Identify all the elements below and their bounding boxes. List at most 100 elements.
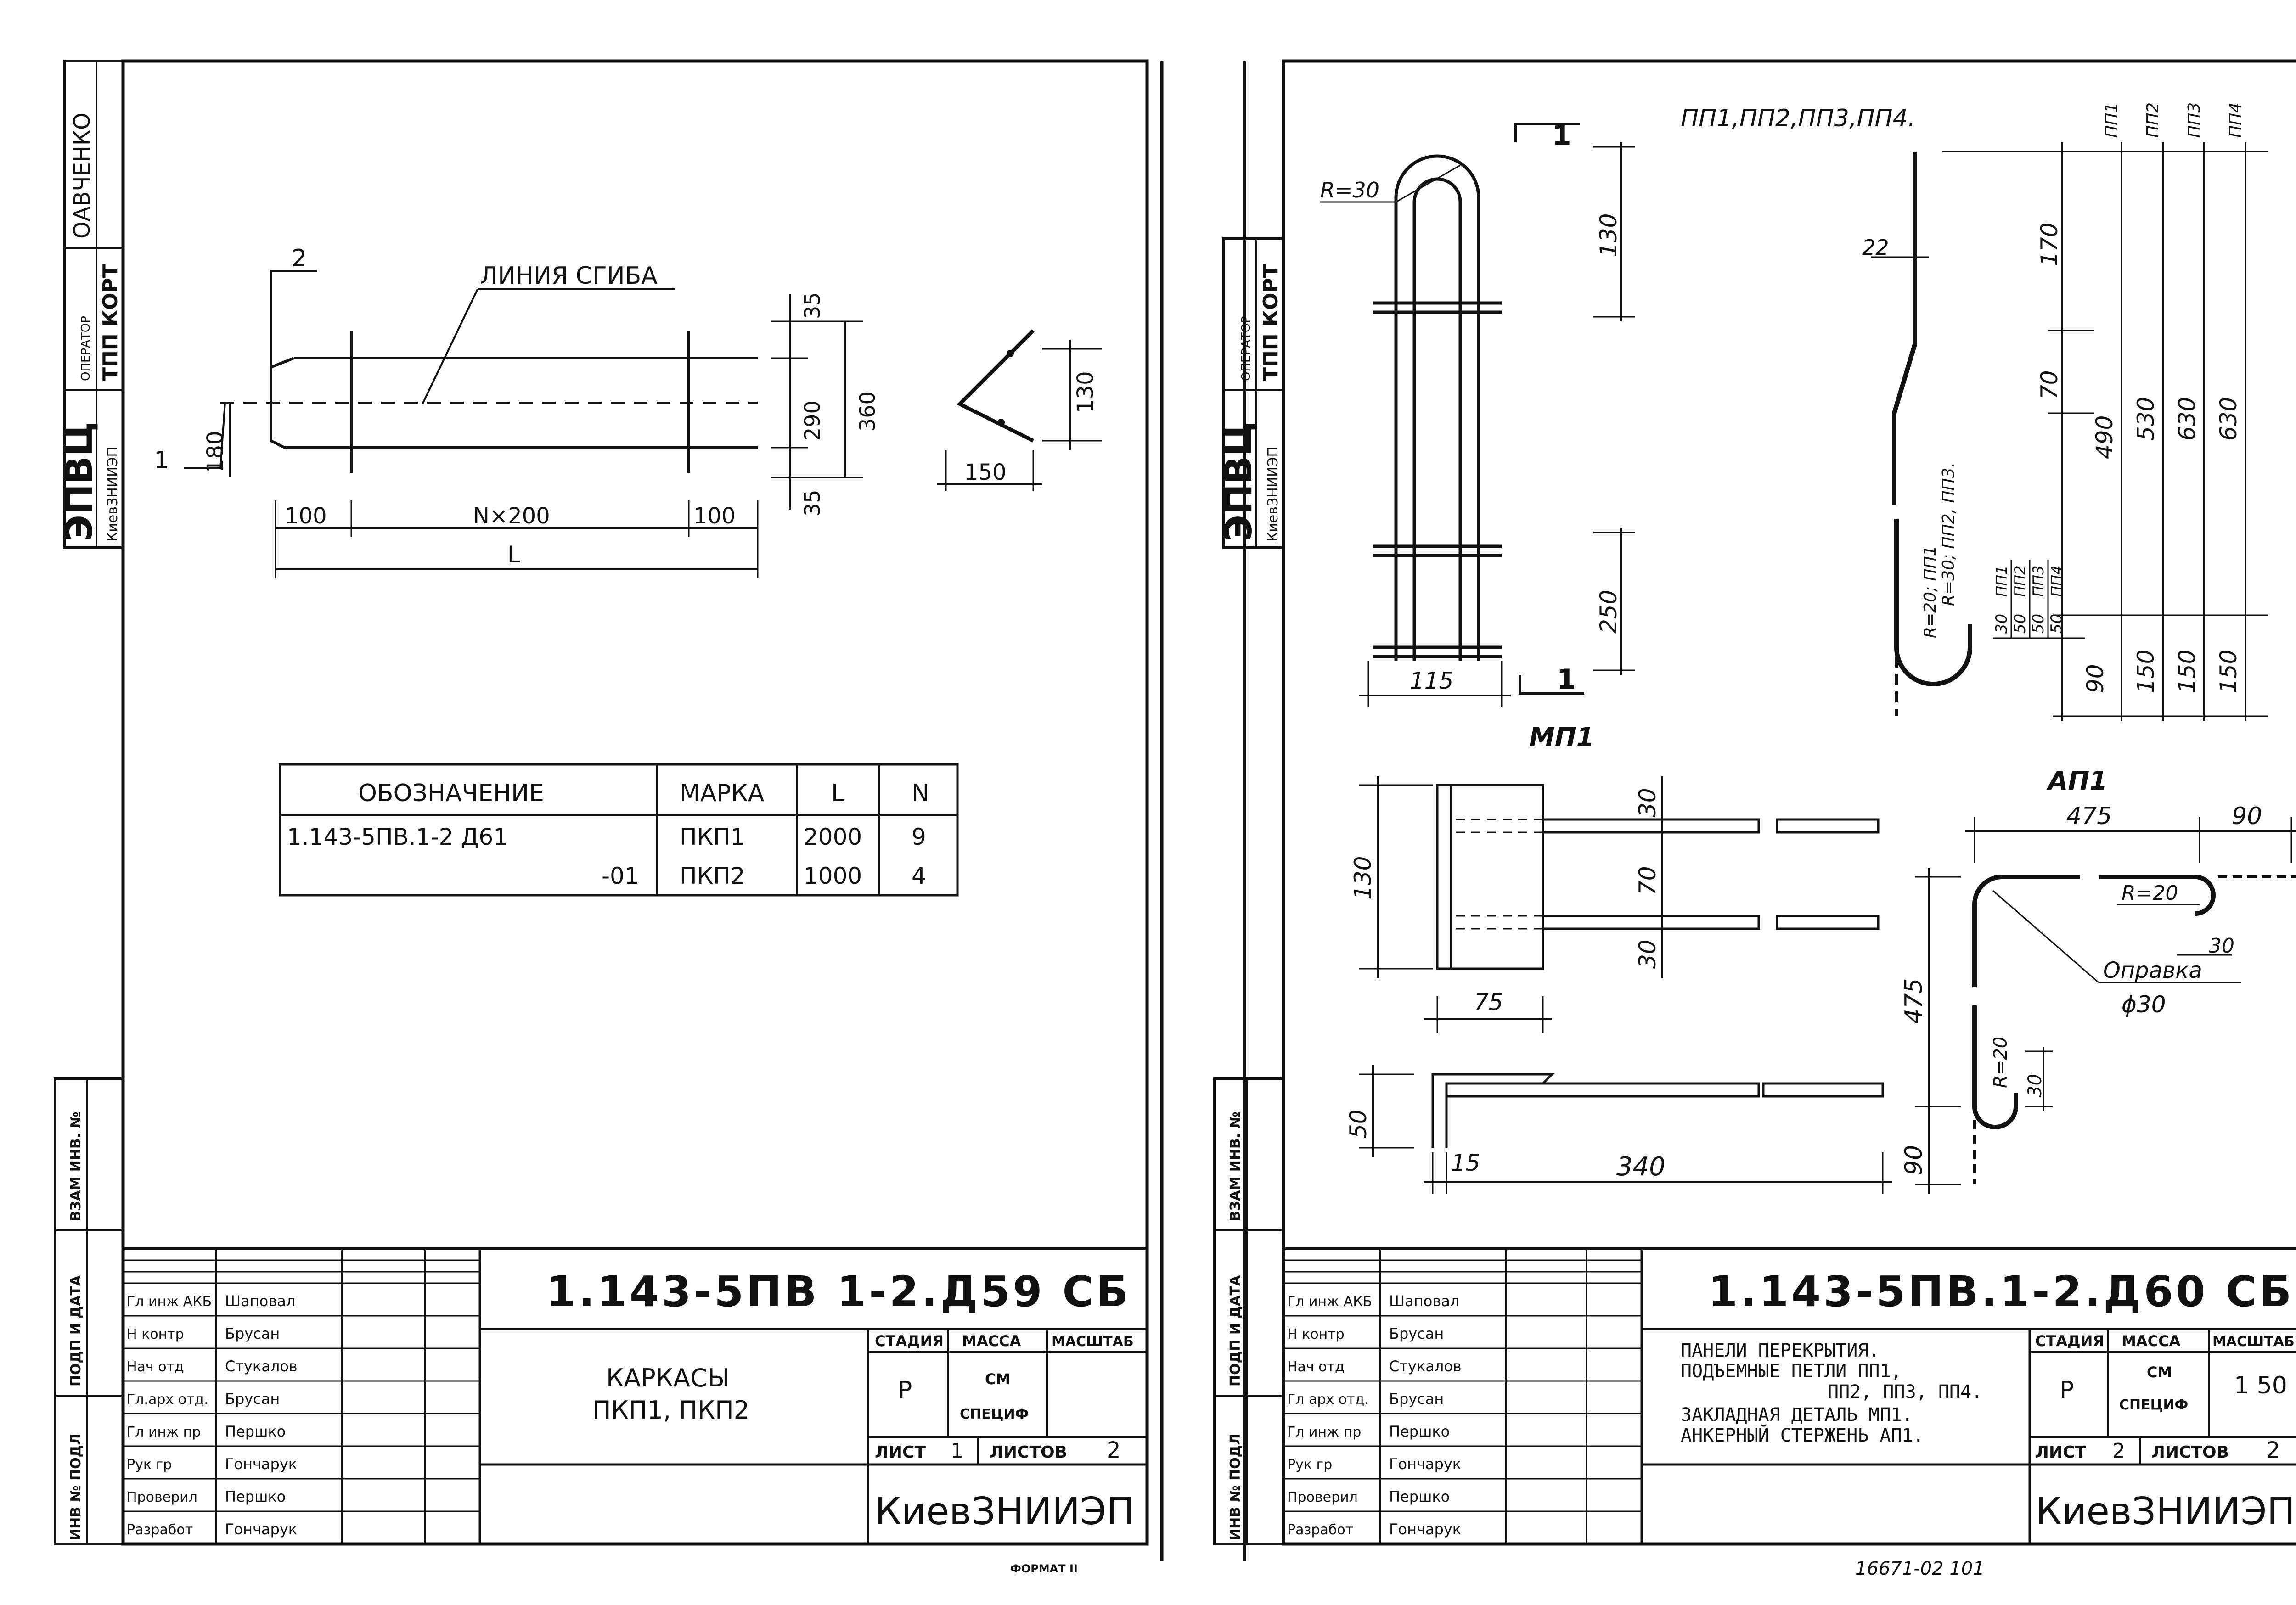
- side-stamp-2: ЭПВЦ КиевЗНИИЭП ОПЕРАТОР ТПП КОРТ: [1217, 237, 1285, 549]
- rad-dim-30: 30: [1992, 614, 2011, 634]
- side-stamp-name: ОАВЧЕНКО: [69, 112, 95, 239]
- ap1-mandrel-diameter: ϕ30: [2122, 991, 2166, 1018]
- side-stamp-org: ЭПВЦ: [58, 422, 101, 542]
- signer-role: Проверил: [127, 1489, 197, 1505]
- mp1-drawing: МП1 30 70 30 130 75: [1345, 723, 1892, 1194]
- side-stamp-bottom: ВЗАМ ИНВ. № ПОДП И ДАТА ИНВ № ПОДЛ: [54, 1077, 124, 1545]
- loops-dim-250: 250: [1595, 590, 1622, 634]
- profile-dim-530: 530: [2133, 397, 2159, 441]
- side-stamp-2-org: ЭПВЦ: [1217, 422, 1260, 542]
- ap1-r20-a: R=20: [2122, 881, 2178, 905]
- rad-pp4: ПП4: [2048, 566, 2065, 597]
- signer-role: Рук гр: [127, 1457, 172, 1473]
- sheet1-code: 1.143-5ПВ 1-2.Д59 СБ: [546, 1267, 1131, 1316]
- inv-podl-label-2: ИНВ № ПОДЛ: [1227, 1434, 1244, 1540]
- signer-name: Першко: [1389, 1488, 1450, 1505]
- profile-dim-150c: 150: [2215, 650, 2242, 693]
- table-header-designation: ОБОЗНАЧЕНИЕ: [358, 780, 544, 807]
- sheet-2: ЭПВЦ КиевЗНИИЭП ОПЕРАТОР ТПП КОРТ ВЗАМ И…: [1213, 59, 2296, 1579]
- section-mark-top: 1: [1552, 119, 1571, 152]
- ap1-dim-90-h: 90: [2232, 802, 2262, 830]
- ap1-dim-475-h: 475: [2066, 802, 2112, 830]
- mp1-dim-30b: 30: [1634, 939, 1661, 969]
- sheet1-format: ФОРМАТ II: [1010, 1562, 1078, 1575]
- dim-100-right: 100: [693, 503, 736, 529]
- sheet1-mass-value-1: СМ: [985, 1370, 1010, 1388]
- signer-role: Гл инж пр: [1287, 1424, 1361, 1440]
- signer-name: Брусан: [225, 1325, 280, 1342]
- signer-name: Гончарук: [1389, 1455, 1461, 1473]
- mp1-dim-75: 75: [1474, 989, 1503, 1016]
- sheet2-sheet-label: ЛИСТ: [2035, 1443, 2086, 1462]
- signer-name: Першко: [1389, 1423, 1450, 1440]
- dim-360: 360: [855, 391, 880, 432]
- signer-role: Гл арх отд.: [1287, 1392, 1369, 1408]
- profile-radius-note-2: R=30; ПП2, ПП3.: [1939, 462, 1958, 606]
- side-stamp-org-sub: КиевЗНИИЭП: [105, 447, 121, 542]
- profile-dim-630a: 630: [2174, 397, 2200, 441]
- profile-radius-note-1: R=20; ПП1: [1921, 545, 1940, 638]
- signer-name: Гончарук: [225, 1521, 297, 1538]
- rad-pp2: ПП2: [2011, 566, 2029, 597]
- mp1-dim-70: 70: [1634, 866, 1661, 895]
- ap1-dim-475-v: 475: [1900, 978, 1928, 1024]
- signer-name: Стукалов: [1389, 1358, 1462, 1375]
- profile-dim-90: 90: [2082, 664, 2109, 693]
- profile-dim-22: 22: [1862, 235, 1889, 260]
- side-stamp-dept: ТПП КОРТ: [99, 264, 122, 381]
- side-stamp: ЭПВЦ КиевЗНИИЭП ОПЕРАТОР ТПП КОРТ ОАВЧЕН…: [58, 60, 124, 549]
- signer-role: Нач отд: [1287, 1359, 1345, 1375]
- sheet1-sheets-label: ЛИСТОВ: [990, 1443, 1067, 1462]
- ap1-r20-b: R=20: [1990, 1037, 2011, 1088]
- sheet1-title-line-1: КАРКАСЫ: [606, 1364, 729, 1392]
- profile-pp3: ПП3: [2185, 102, 2204, 138]
- mp1-dim-15: 15: [1451, 1150, 1480, 1176]
- dim-180: 180: [203, 431, 228, 473]
- sheet1-org: КиевЗНИИЭП: [875, 1490, 1135, 1533]
- profile-dim-150b: 150: [2174, 650, 2200, 693]
- sheet2-scale-label: МАСШТАБ: [2212, 1334, 2295, 1350]
- ap1-drawing: АП1 475 90 R=20 30 Оправка ϕ30 4: [1900, 766, 2296, 1194]
- loops-drawing: R=30 1 1 130 250 115 ПП1,ПП2,ПП3,ПП4.: [1320, 102, 2268, 721]
- sheet2-footer-number: 16671-02 101: [1855, 1558, 1985, 1579]
- side-stamp-operator: ОПЕРАТОР: [79, 316, 93, 381]
- signer-name: Першко: [225, 1423, 286, 1440]
- sheet2-sheet-value: 2: [2112, 1439, 2125, 1463]
- table-cell-r2-c1: -01: [602, 863, 639, 889]
- ap1-dim-30-b: 30: [2025, 1074, 2046, 1097]
- signer-name: Гончарук: [1389, 1521, 1461, 1538]
- signer-name: Брусан: [225, 1390, 280, 1408]
- spec-table: ОБОЗНАЧЕНИЕ МАРКА L N 1.143-5ПВ.1-2 Д61 …: [279, 763, 959, 897]
- vzam-inv-label: ВЗАМ ИНВ. №: [68, 1111, 84, 1221]
- signer-name: Гончарук: [225, 1455, 297, 1473]
- table-header-mark: МАРКА: [680, 780, 765, 807]
- sheet2-title-line-1: ПАНЕЛИ ПЕРЕКРЫТИЯ.: [1681, 1340, 1880, 1361]
- sheet1-stage-value: Р: [898, 1376, 912, 1404]
- mp1-dim-340: 340: [1616, 1152, 1666, 1182]
- sheet2-title-line-2: ПОДЪЕМНЫЕ ПЕТЛИ ПП1,: [1681, 1361, 1902, 1382]
- signer-name: Брусан: [1389, 1325, 1444, 1342]
- ap1-dim-90-v: 90: [1900, 1145, 1928, 1175]
- dim-35-top: 35: [800, 292, 825, 319]
- sheet2-title-line-4: ЗАКЛАДНАЯ ДЕТАЛЬ МП1.: [1681, 1404, 1913, 1425]
- mp1-dim-30a: 30: [1634, 788, 1661, 817]
- ap1-dim-30-a: 30: [2209, 934, 2234, 958]
- profile-dim-630b: 630: [2215, 397, 2242, 441]
- table-header-L: L: [831, 780, 844, 807]
- dim-nx200: N×200: [473, 503, 550, 529]
- dim-100-left: 100: [285, 503, 327, 529]
- inv-podl-label: ИНВ № ПОДЛ: [68, 1434, 84, 1540]
- loops-label: ПП1,ПП2,ПП3,ПП4.: [1681, 105, 1915, 132]
- sheet2-stage-label: СТАДИЯ: [2035, 1332, 2104, 1350]
- profile-pp4: ПП4: [2226, 102, 2245, 138]
- dim-290: 290: [800, 400, 825, 441]
- signer-role: Нач отд: [127, 1359, 184, 1375]
- sheet1-stage-label: СТАДИЯ: [875, 1332, 944, 1350]
- section-mark-bottom: 1: [1557, 663, 1576, 696]
- frame-drawing: 2 1 ЛИНИЯ СГИБА 180 35 290 360 35: [154, 245, 1102, 578]
- signer-name: Шаповал: [225, 1292, 295, 1310]
- table-cell-r1-c2: ПКП1: [680, 824, 745, 850]
- table-cell-r2-c2: ПКП2: [680, 863, 745, 889]
- sheet2-title-line-5: АНКЕРНЫЙ СТЕРЖЕНЬ АП1.: [1681, 1424, 1924, 1446]
